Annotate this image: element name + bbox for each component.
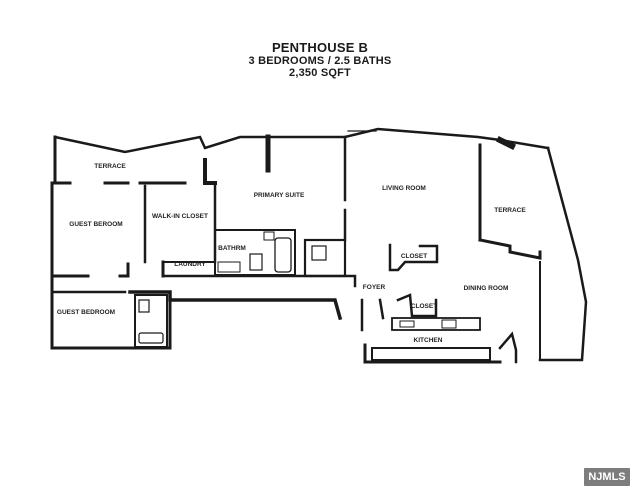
label-closet-lower: CLOSET [411, 303, 437, 310]
label-kitchen: KITCHEN [414, 337, 443, 344]
bath-lower [134, 294, 168, 348]
label-primary-suite: PRIMARY SUITE [254, 192, 305, 199]
foyer-wall [360, 298, 385, 332]
guest-upper-bottom [50, 262, 130, 278]
plan-title: PENTHOUSE B [271, 40, 369, 55]
corridor-wall-upper [161, 274, 357, 288]
label-terrace-left: TERRACE [94, 163, 126, 170]
closet-lower [396, 293, 438, 318]
label-terrace-right: TERRACE [494, 207, 526, 214]
closet-upper [388, 243, 439, 272]
label-foyer: FOYER [363, 284, 386, 291]
plan-header: PENTHOUSE B 3 BEDROOMS / 2.5 BATHS 2,350… [0, 40, 640, 79]
label-walk-in-closet: WALK-IN CLOSET [152, 213, 208, 220]
label-dining-room: DINING ROOM [464, 285, 509, 292]
plan-area: 2,350 SQFT [289, 67, 351, 79]
guest-lower-bottom [88, 298, 172, 350]
label-bathrm: BATHRM [218, 245, 246, 252]
terrace-right-step [478, 238, 542, 260]
outer-wall-left [50, 135, 92, 350]
label-guest-bedroom-upper: GUEST BEROOM [69, 221, 122, 228]
suite-wall-left [203, 158, 217, 185]
plan-subtitle: 3 BEDROOMS / 2.5 BATHS [248, 55, 392, 67]
watermark-logo: NJMLS [584, 468, 630, 486]
outer-wall-top [53, 127, 550, 154]
kitchen-island [391, 317, 481, 331]
outer-wall-right [538, 146, 588, 362]
label-guest-bedroom-lower: GUEST BEDROOM [57, 309, 115, 316]
label-living-room: LIVING ROOM [382, 185, 426, 192]
powder-room [303, 238, 347, 278]
bath-primary [214, 229, 296, 276]
kitchen-counter [371, 347, 491, 361]
label-laundry: LAUNDRY [174, 261, 206, 268]
label-closet-upper: CLOSET [401, 253, 427, 260]
